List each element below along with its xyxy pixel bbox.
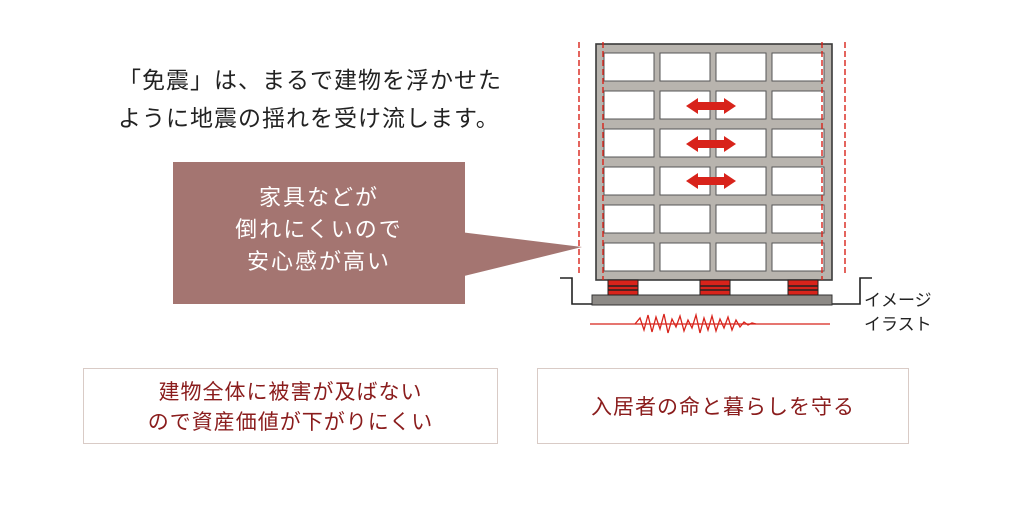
building-frame bbox=[595, 43, 833, 281]
caption-line-1: イメージ bbox=[864, 291, 932, 311]
intro-line-2: ように地震の揺れを受け流します。 bbox=[118, 106, 500, 132]
speech-bubble: 家具などが 倒れにくいので 安心感が高い bbox=[173, 162, 465, 304]
protect-life-card: 入居者の命と暮らしを守る bbox=[537, 368, 909, 444]
asset-card-line-2: ので資産価値が下がりにくい bbox=[147, 410, 434, 434]
building-windows bbox=[603, 52, 825, 272]
caption-line-2: イラスト bbox=[864, 315, 932, 335]
speech-bubble-tail bbox=[460, 232, 582, 277]
asset-card-line-1: 建物全体に被害が及ばない bbox=[158, 380, 423, 404]
image-caption: イメージ イラスト bbox=[864, 289, 932, 337]
bubble-line-2: 倒れにくいので bbox=[235, 218, 403, 243]
sway-lines bbox=[578, 42, 846, 280]
seismic-wave-icon bbox=[590, 312, 830, 334]
intro-text: 「免震」は、まるで建物を浮かせた ように地震の揺れを受け流します。 bbox=[118, 62, 502, 138]
protect-life-text: 入居者の命と暮らしを守る bbox=[591, 395, 855, 419]
double-arrow-icon bbox=[686, 98, 736, 189]
intro-line-1: 「免震」は、まるで建物を浮かせた bbox=[118, 68, 502, 94]
bubble-line-1: 家具などが bbox=[258, 186, 379, 211]
base-slab bbox=[591, 294, 833, 306]
bubble-line-3: 安心感が高い bbox=[246, 250, 391, 275]
isolator-icon bbox=[607, 279, 819, 296]
building-illustration bbox=[560, 42, 872, 334]
asset-value-card: 建物全体に被害が及ばない ので資産価値が下がりにくい bbox=[83, 368, 498, 444]
